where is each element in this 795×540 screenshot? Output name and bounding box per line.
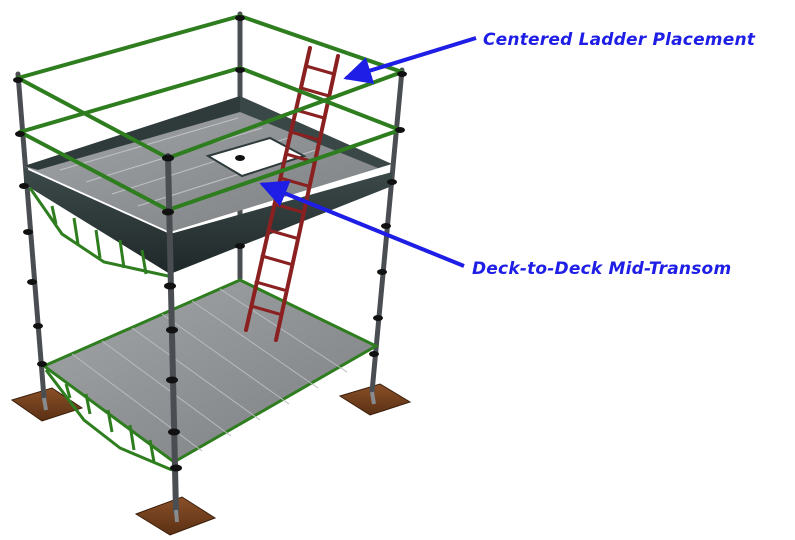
- lower-deck-platform: [41, 278, 380, 464]
- post-back-left: [15, 71, 47, 401]
- base-jacks: [42, 391, 376, 523]
- lower-deck: [41, 278, 380, 472]
- guardrails: [16, 14, 404, 212]
- guardrail-mid-right: [238, 66, 402, 132]
- upper-deck-rim-back: [24, 96, 240, 170]
- ladder-callout-label: Centered Ladder Placement: [483, 30, 756, 50]
- post-back-right: [369, 67, 405, 395]
- transom-callout-arrow: [259, 180, 465, 268]
- transom-callout-label: Deck-to-Deck Mid-Transom: [472, 259, 732, 279]
- guardrail-top-back: [16, 14, 242, 80]
- upper-deck: [24, 96, 392, 278]
- callout-arrows: [259, 36, 477, 268]
- guardrail-top-right: [238, 14, 404, 74]
- upper-deck-rim-right: [240, 96, 392, 168]
- upper-deck-edge-front: [24, 168, 392, 274]
- guardrail-mid-back: [18, 66, 242, 134]
- guardrail-mid-front: [166, 128, 402, 212]
- ladder-callout-arrow: [343, 36, 477, 84]
- guardrail-top-front: [166, 70, 404, 160]
- post-clamps: [13, 15, 407, 472]
- ladder-hatch: [205, 136, 307, 178]
- guardrail-top-left: [16, 76, 170, 160]
- lower-truss: [44, 369, 173, 472]
- upper-truss: [28, 187, 169, 278]
- guardrail-mid-left: [18, 130, 170, 212]
